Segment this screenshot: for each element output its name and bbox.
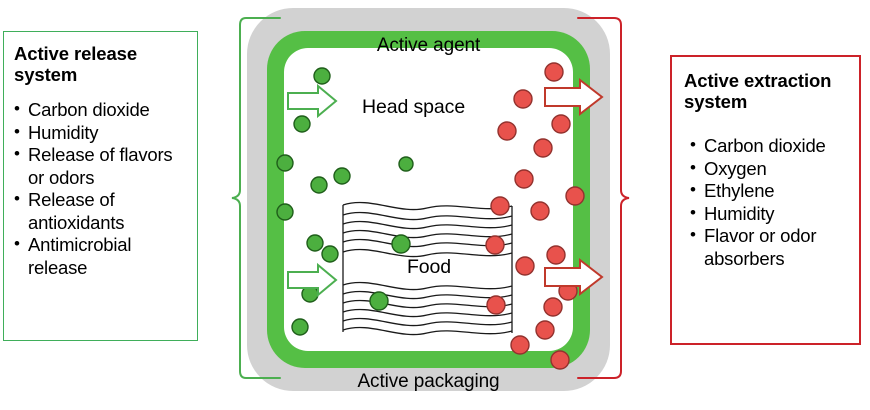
- list-item-label: Oxygen: [704, 157, 767, 179]
- list-item: • Humidity: [690, 203, 853, 226]
- head-space-label: Head space: [362, 96, 466, 118]
- list-item-label: Release of flavors or odors: [28, 144, 173, 188]
- bullet-icon: •: [14, 121, 20, 141]
- bullet-icon: •: [690, 225, 696, 244]
- list-item: • Oxygen: [690, 158, 853, 181]
- active-agent-label: Active agent: [376, 35, 481, 56]
- list-item-label: Flavor or odor absorbers: [704, 225, 817, 269]
- list-item-label: Humidity: [28, 121, 99, 143]
- list-item-label: Ethylene: [704, 180, 775, 201]
- active-packaging-illustration: Active agent Active packaging Head space…: [247, 8, 610, 392]
- list-item: • Humidity: [14, 122, 189, 145]
- active-extraction-system-panel: Active extraction system • Carbon dioxide…: [670, 55, 861, 345]
- list-item: • Ethylene: [690, 180, 853, 203]
- list-item-label: Antimicrobial release: [28, 234, 132, 278]
- active-release-system-panel: Active release system • Carbon dioxide • H…: [3, 31, 198, 341]
- list-item: • Release of flavors or odors: [14, 144, 189, 189]
- list-item-label: Carbon dioxide: [28, 99, 150, 120]
- list-item: • Flavor or odor absorbers: [690, 225, 853, 270]
- list-item: • Carbon dioxide: [690, 135, 853, 158]
- list-item: • Carbon dioxide: [14, 99, 189, 122]
- left-panel-list: • Carbon dioxide • Humidity • Release of fl…: [14, 99, 189, 279]
- bullet-icon: •: [14, 99, 20, 118]
- right-panel-title: Active extraction system: [684, 70, 832, 112]
- bullet-icon: •: [14, 144, 20, 163]
- bullet-icon: •: [690, 180, 696, 199]
- bullet-icon: •: [690, 157, 696, 177]
- package-interior: [284, 48, 573, 351]
- bullet-icon: •: [690, 202, 696, 222]
- bullet-icon: •: [14, 234, 20, 253]
- list-item: • Release of antioxidants: [14, 189, 189, 234]
- bullet-icon: •: [14, 189, 20, 208]
- active-packaging-label: Active packaging: [357, 371, 500, 392]
- bullet-icon: •: [690, 135, 696, 154]
- list-item: • Antimicrobial release: [14, 234, 189, 279]
- list-item-label: Carbon dioxide: [704, 135, 826, 156]
- food-label: Food: [407, 256, 452, 278]
- list-item-label: Humidity: [704, 202, 775, 224]
- right-panel-list: • Carbon dioxide • Oxygen • Ethylene • Humid…: [684, 135, 853, 270]
- list-item-label: Release of antioxidants: [28, 189, 125, 233]
- left-panel-title: Active release system: [14, 43, 138, 85]
